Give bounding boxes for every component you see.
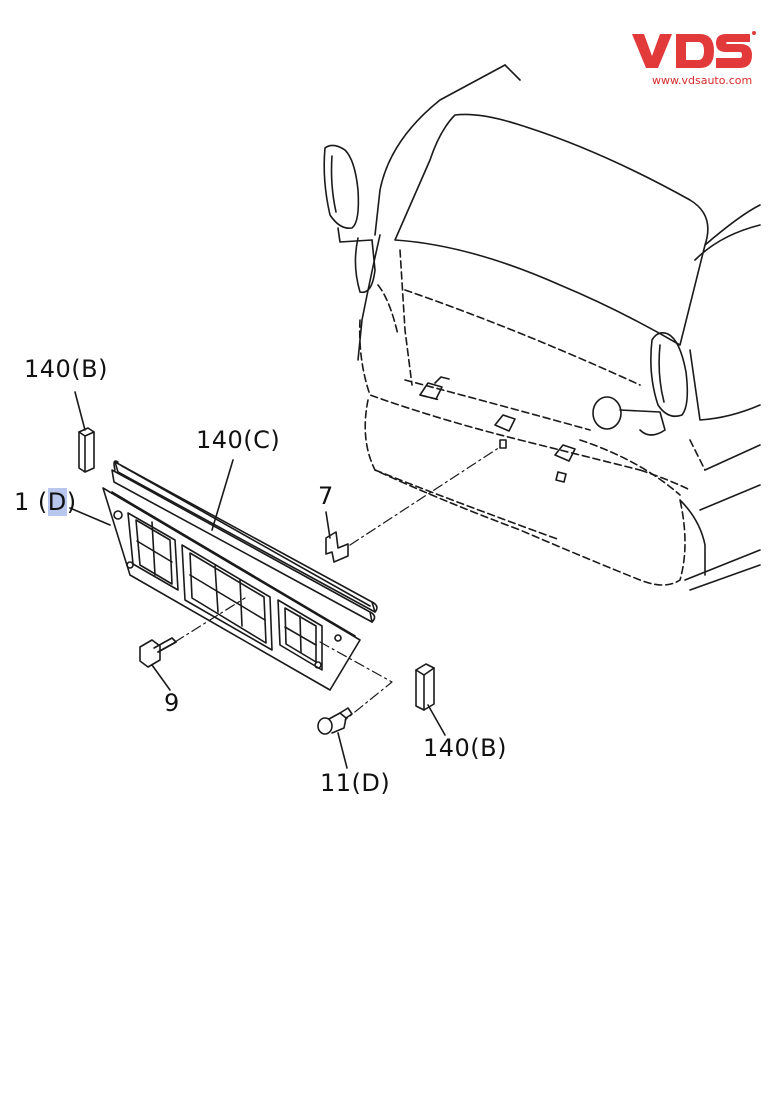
label-140b-bottom: 140(B) xyxy=(423,734,507,762)
clip-11 xyxy=(317,707,353,735)
assembly-lines xyxy=(174,446,501,721)
right-mirror xyxy=(592,332,689,436)
label-9: 9 xyxy=(164,689,180,717)
front-grille xyxy=(102,487,361,691)
label-11d: 11(D) xyxy=(320,769,391,797)
truck-cab xyxy=(357,64,761,591)
label-1d-open: ( xyxy=(37,488,48,516)
leader-lines xyxy=(69,391,446,769)
vds-logo xyxy=(628,28,758,88)
rubber-block-bottom xyxy=(415,663,435,711)
label-7: 7 xyxy=(318,482,334,510)
label-1d: 1 (D) xyxy=(14,488,77,516)
label-140c: 140(C) xyxy=(196,426,281,454)
watermark-url: www.vdsauto.com xyxy=(652,74,753,87)
label-1d-number: 1 xyxy=(14,488,30,516)
label-1d-close: ) xyxy=(66,488,77,516)
rubber-block-top xyxy=(78,427,95,473)
clip-7 xyxy=(325,531,349,563)
left-mirror xyxy=(323,144,376,294)
bolt-9 xyxy=(139,637,177,668)
label-1d-highlight: D xyxy=(47,488,67,516)
seal-strip xyxy=(111,460,378,623)
label-140b-top: 140(B) xyxy=(24,355,108,383)
